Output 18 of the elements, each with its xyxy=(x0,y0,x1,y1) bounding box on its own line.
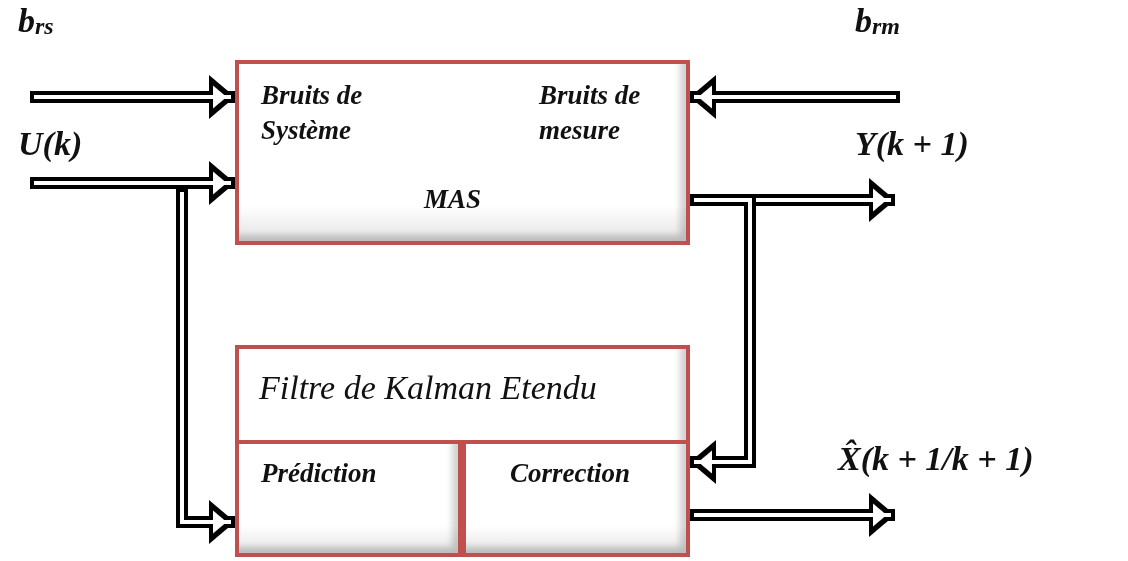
block-label: Correction xyxy=(510,457,630,490)
hollow-arrow xyxy=(690,75,900,119)
hollow-arrow xyxy=(30,75,235,119)
block-label: Bruits de Système xyxy=(261,79,364,148)
signal-label: b$_{rm}$ xyxy=(855,2,900,40)
hollow-arrow xyxy=(176,188,235,544)
block-box xyxy=(235,345,690,557)
signal-label: Y(k + 1) xyxy=(855,125,969,163)
hollow-arrow xyxy=(30,161,235,205)
signal-label: U(k) xyxy=(18,125,83,163)
block-label: Prédiction xyxy=(261,457,377,490)
hollow-arrow xyxy=(690,493,895,537)
signal-label: b$_{rs}$ xyxy=(18,2,54,40)
block-box xyxy=(235,60,690,245)
block-label: Bruits de mesure xyxy=(539,79,642,148)
block-label: MAS xyxy=(424,183,482,216)
block-title: Filtre de Kalman Etendu xyxy=(259,369,597,407)
signal-label: X̂(k + 1/k + 1) xyxy=(838,440,1034,478)
